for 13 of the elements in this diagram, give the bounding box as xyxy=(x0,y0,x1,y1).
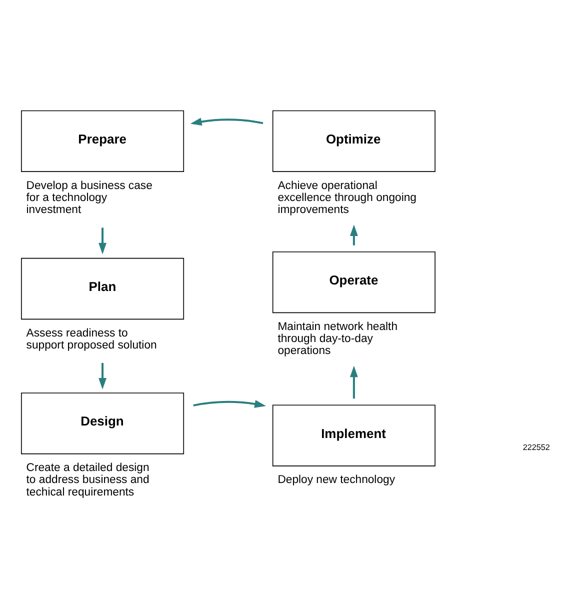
arrow xyxy=(98,227,106,254)
arrow xyxy=(350,224,358,245)
node-label: Assess readiness to support proposed solution xyxy=(26,326,157,352)
arrow xyxy=(190,117,264,126)
arrow xyxy=(350,365,358,398)
arrow xyxy=(98,362,106,389)
node-label: Achieve operational excellence through ongoing improvements xyxy=(278,179,416,216)
node-label: Develop a business case for a technology investment xyxy=(26,179,152,216)
node-label: Maintain network health through day-to-day operations xyxy=(278,320,398,357)
node-label: Create a detailed design to address business and techical requirements xyxy=(26,461,150,498)
node-label: Deploy new technology xyxy=(278,474,395,486)
label: 222552 xyxy=(522,442,550,452)
arrow xyxy=(193,400,266,408)
